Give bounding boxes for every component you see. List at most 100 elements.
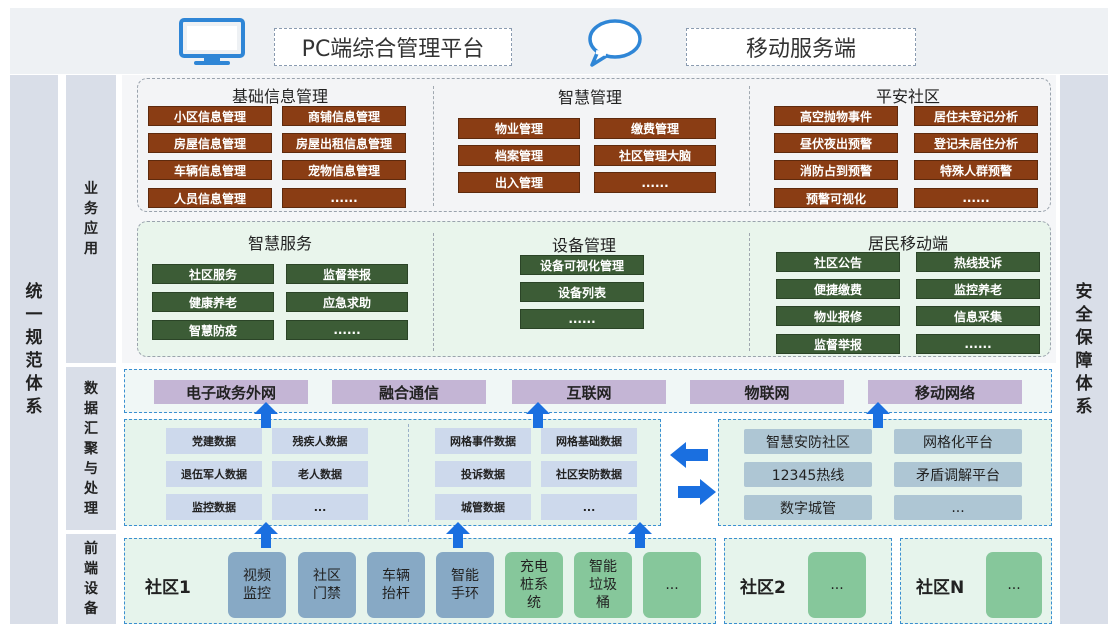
left-sidebar-char: 范 (25, 350, 43, 371)
row-label-char: 汇 (84, 420, 98, 437)
smart-mgmt-item[interactable]: 缴费管理 (594, 118, 716, 139)
safe-community-item[interactable]: 预警可视化 (774, 188, 898, 208)
safe-community-item[interactable]: 特殊人群预警 (914, 160, 1038, 180)
basic-info-item[interactable]: 人员信息管理 (148, 188, 272, 208)
basic-info-item[interactable]: 宠物信息管理 (282, 160, 406, 180)
row-label-char: 备 (84, 601, 98, 617)
communityN-label: 社区N (916, 578, 965, 598)
right-sidebar-char: 体 (1075, 373, 1093, 394)
external-platform-item[interactable]: 数字城管 (744, 495, 872, 520)
data-source-item[interactable]: 网格基础数据 (541, 428, 637, 454)
right-sidebar-char: 保 (1075, 327, 1093, 348)
safe-community-title: 平安社区 (875, 87, 940, 106)
smart-mgmt-item[interactable]: 档案管理 (458, 145, 580, 166)
data-source-item[interactable]: 城管数据 (435, 494, 531, 520)
resident-mobile-item[interactable]: 热线投诉 (916, 252, 1040, 272)
left-sidebar-char: 体 (25, 373, 43, 394)
divider (749, 86, 750, 206)
safe-community-item[interactable]: 消防占到预警 (774, 160, 898, 180)
smart-mgmt-item[interactable]: 物业管理 (458, 118, 580, 139)
frontend-device[interactable]: ... (643, 552, 701, 618)
row-label-char: 端 (84, 561, 98, 577)
resident-mobile-item[interactable]: 信息采集 (916, 306, 1040, 326)
network-item[interactable]: 互联网 (512, 380, 666, 404)
smart-mgmt-title: 智慧管理 (557, 88, 622, 107)
right-sidebar-char: 障 (1075, 350, 1093, 371)
frontend-device[interactable]: 充电 桩系 统 (505, 552, 563, 618)
data-source-item[interactable]: ... (272, 494, 368, 520)
safe-community-item[interactable]: ...... (914, 188, 1038, 208)
arrow-up-icon (254, 522, 278, 548)
row-label-char: 与 (84, 460, 98, 477)
arrow-up-icon (254, 402, 278, 428)
basic-info-item[interactable]: 车辆信息管理 (148, 160, 272, 180)
frontend-device[interactable]: 智能 手环 (436, 552, 494, 618)
basic-info-item[interactable]: 房屋出租信息管理 (282, 133, 406, 153)
data-source-item[interactable]: 投诉数据 (435, 461, 531, 487)
data-source-item[interactable]: ... (541, 494, 637, 520)
device-mgmt-item[interactable]: 设备列表 (520, 282, 644, 302)
mobile-service-label: 移动服务端 (686, 28, 916, 66)
left-sidebar: 统一规范体系 (10, 75, 58, 624)
data-source-item[interactable]: 监控数据 (166, 494, 262, 520)
frontend-device[interactable]: 智能 垃圾 桶 (574, 552, 632, 618)
divider (433, 86, 434, 206)
smart-service-item[interactable]: 应急求助 (286, 292, 408, 312)
network-item[interactable]: 移动网络 (868, 380, 1022, 404)
external-platform-item[interactable]: 智慧安防社区 (744, 429, 872, 454)
data-source-item[interactable]: 党建数据 (166, 428, 262, 454)
divider (433, 233, 434, 351)
data-source-item[interactable]: 老人数据 (272, 461, 368, 487)
frontend-device[interactable]: 社区 门禁 (298, 552, 356, 618)
resident-mobile-item[interactable]: 监督举报 (776, 334, 900, 354)
row-label-char: 设 (84, 581, 98, 597)
external-platform-item[interactable]: 12345热线 (744, 462, 872, 487)
basic-info-item[interactable]: ...... (282, 188, 406, 208)
safe-community-item[interactable]: 居住未登记分析 (914, 106, 1038, 126)
device-mgmt-item[interactable]: ...... (520, 309, 644, 329)
data-source-item[interactable]: 网格事件数据 (435, 428, 531, 454)
row-label-char: 应 (84, 221, 98, 237)
resident-mobile-item[interactable]: 物业报修 (776, 306, 900, 326)
left-sidebar-char: 规 (25, 327, 43, 348)
network-item[interactable]: 电子政务外网 (154, 380, 308, 404)
frontend-device[interactable]: 车辆 抬杆 (367, 552, 425, 618)
safe-community-item[interactable]: 昼伏夜出预警 (774, 133, 898, 153)
arrow-up-icon (446, 522, 470, 548)
basic-info-item[interactable]: 商铺信息管理 (282, 106, 406, 126)
basic-info-title: 基础信息管理 (231, 87, 328, 106)
divider (749, 233, 750, 351)
community2-label: 社区2 (740, 578, 786, 598)
smart-mgmt-item[interactable]: ...... (594, 172, 716, 193)
data-source-item[interactable]: 退伍军人数据 (166, 461, 262, 487)
safe-community-item[interactable]: 登记未居住分析 (914, 133, 1038, 153)
basic-info-item[interactable]: 房屋信息管理 (148, 133, 272, 153)
resident-mobile-item[interactable]: 监控养老 (916, 279, 1040, 299)
smart-mgmt-item[interactable]: 社区管理大脑 (594, 145, 716, 166)
smart-service-item[interactable]: 健康养老 (152, 292, 274, 312)
network-item[interactable]: 物联网 (690, 380, 844, 404)
resident-mobile-item[interactable]: 社区公告 (776, 252, 900, 272)
resident-mobile-title: 居民移动端 (867, 234, 948, 253)
smart-service-item[interactable]: 智慧防疫 (152, 320, 274, 340)
external-platform-item[interactable]: 矛盾调解平台 (894, 462, 1022, 487)
external-platform-item[interactable]: ... (894, 495, 1022, 520)
smart-service-item[interactable]: 监督举报 (286, 264, 408, 284)
device-mgmt-item[interactable]: 设备可视化管理 (520, 255, 644, 275)
network-item[interactable]: 融合通信 (332, 380, 486, 404)
data-source-item[interactable]: 社区安防数据 (541, 461, 637, 487)
resident-mobile-item[interactable]: ...... (916, 334, 1040, 354)
safe-community-item[interactable]: 高空抛物事件 (774, 106, 898, 126)
row-label-business: 业务应用 (66, 75, 116, 363)
smart-service-item[interactable]: ...... (286, 320, 408, 340)
external-platform-item[interactable]: 网格化平台 (894, 429, 1022, 454)
smart-service-item[interactable]: 社区服务 (152, 264, 274, 284)
smart-mgmt-item[interactable]: 出入管理 (458, 172, 580, 193)
arrow-up-icon (526, 402, 550, 428)
arrow-left-icon (670, 440, 710, 470)
data-source-item[interactable]: 残疾人数据 (272, 428, 368, 454)
basic-info-item[interactable]: 小区信息管理 (148, 106, 272, 126)
frontend-device[interactable]: 视频 监控 (228, 552, 286, 618)
resident-mobile-item[interactable]: 便捷缴费 (776, 279, 900, 299)
divider (408, 424, 409, 522)
